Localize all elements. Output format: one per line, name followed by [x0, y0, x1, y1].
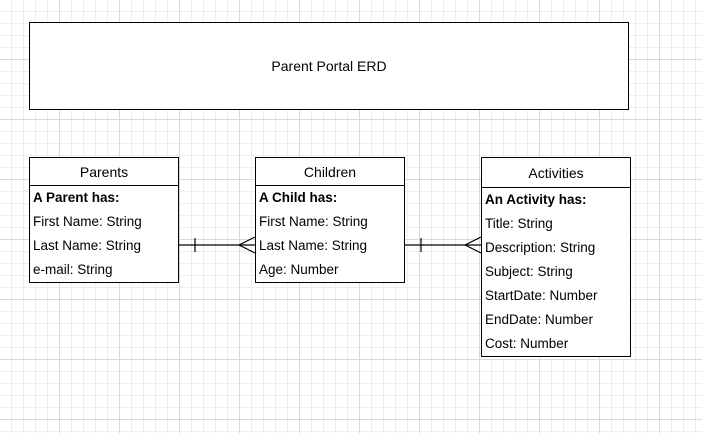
entity-header: Children — [256, 158, 404, 186]
entity-attribute: EndDate: Number — [485, 312, 594, 327]
entity-attribute: Description: String — [485, 240, 596, 255]
entity-parents[interactable]: Parents A Parent has: First Name: String… — [29, 157, 179, 283]
entity-header: Parents — [30, 158, 178, 186]
entity-attribute: First Name: String — [33, 214, 142, 229]
entity-attribute: A Child has: — [259, 190, 338, 205]
entity-attribute: A Parent has: — [33, 190, 120, 205]
entity-attribute: Title: String — [485, 216, 553, 231]
relationship-children-activities[interactable] — [405, 236, 482, 254]
entity-activities[interactable]: Activities An Activity has: Title: Strin… — [481, 157, 631, 357]
crows-foot-upper — [464, 236, 482, 246]
crows-foot-lower — [464, 244, 482, 254]
entity-children[interactable]: Children A Child has: First Name: String… — [255, 157, 405, 283]
diagram-title: Parent Portal ERD — [271, 58, 387, 74]
entity-attribute: StartDate: Number — [485, 288, 598, 303]
entity-attribute: e-mail: String — [33, 262, 113, 277]
entity-attribute: Last Name: String — [259, 238, 368, 253]
entity-attribute: Cost: Number — [485, 336, 569, 351]
diagram-title-box[interactable]: Parent Portal ERD — [29, 22, 629, 110]
entity-attribute: Age: Number — [259, 262, 339, 277]
crows-foot-lower — [238, 244, 256, 254]
entity-attribute: Last Name: String — [33, 238, 142, 253]
entity-attribute: An Activity has: — [485, 192, 587, 207]
relationship-parents-children[interactable] — [179, 236, 256, 254]
entity-attribute: First Name: String — [259, 214, 368, 229]
crows-foot-upper — [238, 236, 256, 246]
entity-header: Activities — [482, 158, 630, 188]
entity-attribute: Subject: String — [485, 264, 573, 279]
